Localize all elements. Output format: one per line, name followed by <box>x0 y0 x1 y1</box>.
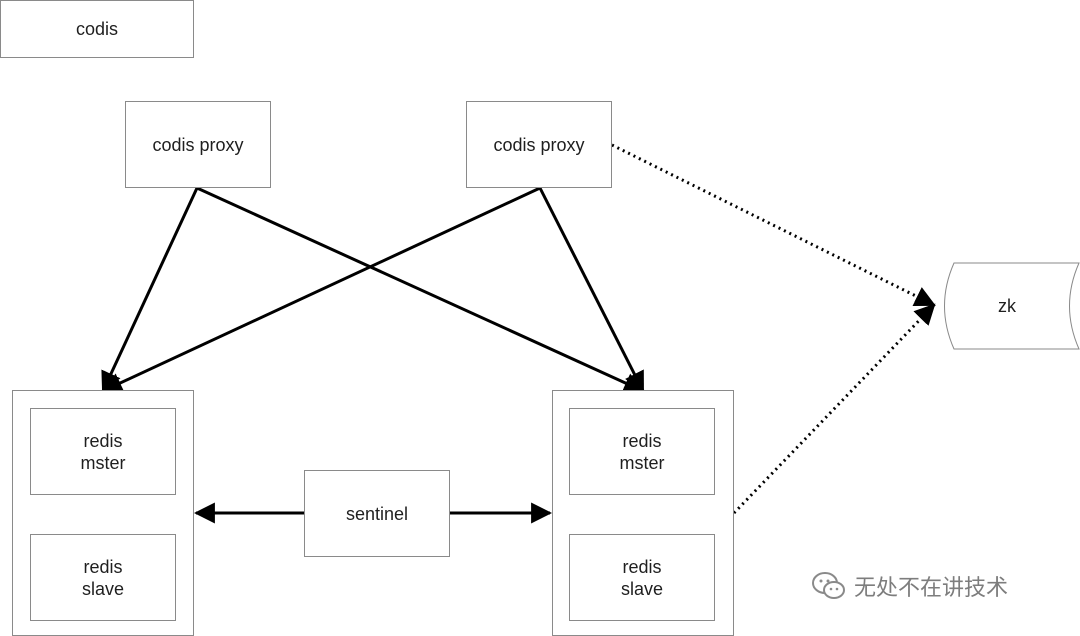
edge-proxy1-to-group2 <box>196 186 645 393</box>
redis-master-1-line2: mster <box>80 452 126 473</box>
redis-master-2: redis mster <box>569 408 715 495</box>
codis-proxy-1: codis proxy <box>125 101 271 188</box>
redis-master-1-line1: redis <box>83 430 123 451</box>
codis-proxy-2: codis proxy <box>466 101 612 188</box>
wechat-icon <box>812 572 845 599</box>
sentinel-box: sentinel <box>304 470 450 557</box>
codis-title-label: codis <box>75 19 119 39</box>
edge-proxy2-to-group1 <box>101 186 541 393</box>
redis-slave-1-line1: redis <box>83 556 123 577</box>
watermark-text: 无处不在讲技术 <box>854 575 1009 600</box>
redis-slave-1: redis slave <box>30 534 176 621</box>
zk-storage-node <box>944 262 1080 350</box>
redis-master-2-line2: mster <box>619 452 665 473</box>
redis-slave-1-line2: slave <box>81 578 125 599</box>
redis-slave-2-line1: redis <box>622 556 662 577</box>
zk-label: zk <box>998 296 1016 316</box>
edge-proxy2-to-group2 <box>538 187 645 393</box>
watermark: 无处不在讲技术 <box>812 570 1008 602</box>
codis-proxy-1-label: codis proxy <box>152 134 244 155</box>
sentinel-label: sentinel <box>345 503 409 524</box>
redis-slave-2-line2: slave <box>620 578 664 599</box>
edge-proxy2-to-zk <box>611 143 936 307</box>
redis-slave-2: redis slave <box>569 534 715 621</box>
edge-group2-to-zk <box>732 303 936 515</box>
zk-storage-outline <box>944 262 1080 350</box>
codis-title-box: codis <box>0 0 194 58</box>
codis-proxy-2-label: codis proxy <box>493 134 585 155</box>
redis-master-1: redis mster <box>30 408 176 495</box>
edge-proxy1-to-group1 <box>101 187 199 393</box>
zk-label-wrap: zk <box>934 262 1080 350</box>
redis-master-2-line1: redis <box>622 430 662 451</box>
